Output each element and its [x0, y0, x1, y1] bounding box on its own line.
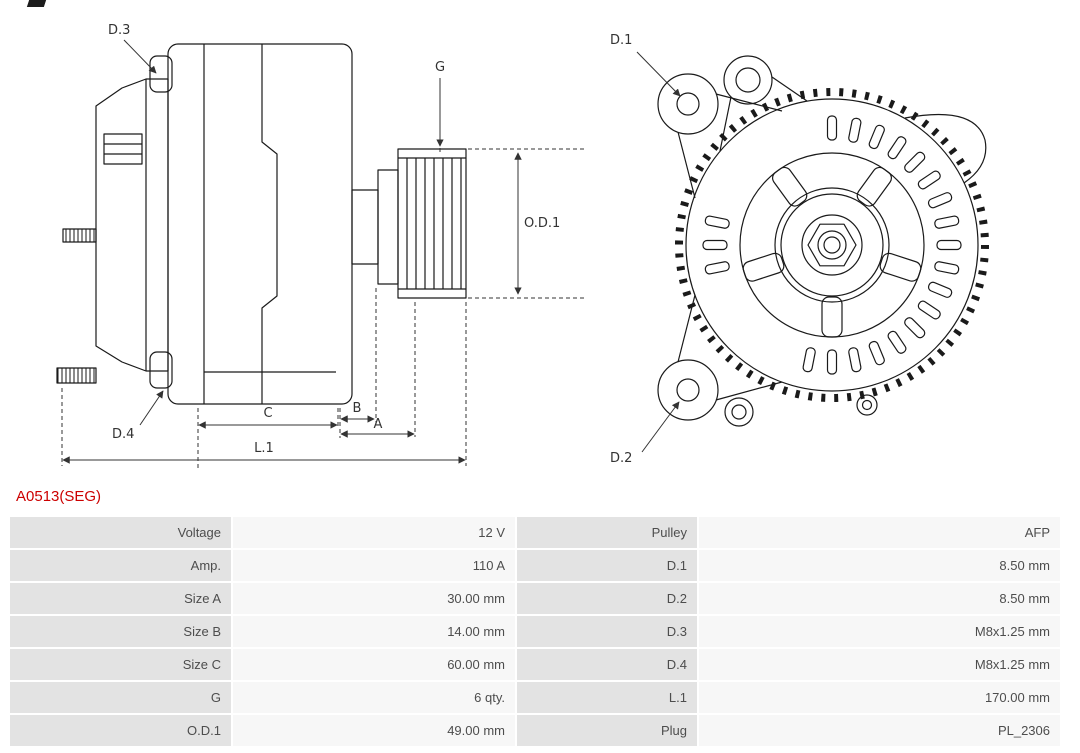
- dim-label-od1: O.D.1: [524, 216, 560, 231]
- spec-value: M8x1.25 mm: [699, 616, 1060, 647]
- spec-label: Size B: [10, 616, 231, 647]
- alternator-diagram: D.3 G O.D.1 D.4 C B A L.1: [56, 23, 989, 468]
- spec-value: 14.00 mm: [233, 616, 515, 647]
- dim-label-g: G: [435, 60, 445, 75]
- dim-label-l1: L.1: [254, 441, 274, 456]
- dim-label-b: B: [353, 401, 362, 416]
- spec-value: M8x1.25 mm: [699, 649, 1060, 680]
- spec-label: Voltage: [10, 517, 231, 548]
- dim-label-d1: D.1: [610, 33, 632, 48]
- serration-ring: [675, 88, 989, 402]
- part-number: A0513(SEG): [16, 488, 102, 505]
- spec-value: 6 qty.: [233, 682, 515, 713]
- rear-view-leaders: [636, 51, 681, 453]
- spec-value: 170.00 mm: [699, 682, 1060, 713]
- technical-drawings: D.3 G O.D.1 D.4 C B A L.1: [56, 23, 989, 468]
- dim-label-d3: D.3: [108, 23, 130, 38]
- spec-label: Size A: [10, 583, 231, 614]
- spec-value: AFP: [699, 517, 1060, 548]
- spec-value: 8.50 mm: [699, 550, 1060, 581]
- dim-label-d4: D.4: [112, 427, 134, 442]
- spec-label: D.4: [517, 649, 697, 680]
- side-view-dimensions: [61, 39, 586, 468]
- spec-value: PL_2306: [699, 715, 1060, 746]
- spec-label: Plug: [517, 715, 697, 746]
- spec-value: 8.50 mm: [699, 583, 1060, 614]
- spec-table: Voltage 12 V Pulley AFP Amp. 110 A D.1 8…: [10, 517, 1060, 746]
- spec-label: D.3: [517, 616, 697, 647]
- spec-value: 12 V: [233, 517, 515, 548]
- spec-label: Size C: [10, 649, 231, 680]
- spec-label: G: [10, 682, 231, 713]
- dim-label-d2: D.2: [610, 451, 632, 466]
- pulley-spokes: [742, 166, 922, 338]
- vent-slots: [702, 115, 962, 375]
- spec-value: 110 A: [233, 550, 515, 581]
- spec-label: Pulley: [517, 517, 697, 548]
- spec-label: D.1: [517, 550, 697, 581]
- dim-label-a: A: [374, 417, 383, 432]
- spec-value: 30.00 mm: [233, 583, 515, 614]
- spec-label: D.2: [517, 583, 697, 614]
- rear-view-outline: [657, 55, 989, 427]
- spec-value: 60.00 mm: [233, 649, 515, 680]
- dim-label-c: C: [263, 406, 272, 421]
- spec-label: O.D.1: [10, 715, 231, 746]
- spec-label: Amp.: [10, 550, 231, 581]
- spec-value: 49.00 mm: [233, 715, 515, 746]
- spec-label: L.1: [517, 682, 697, 713]
- side-view-outline: [56, 43, 467, 405]
